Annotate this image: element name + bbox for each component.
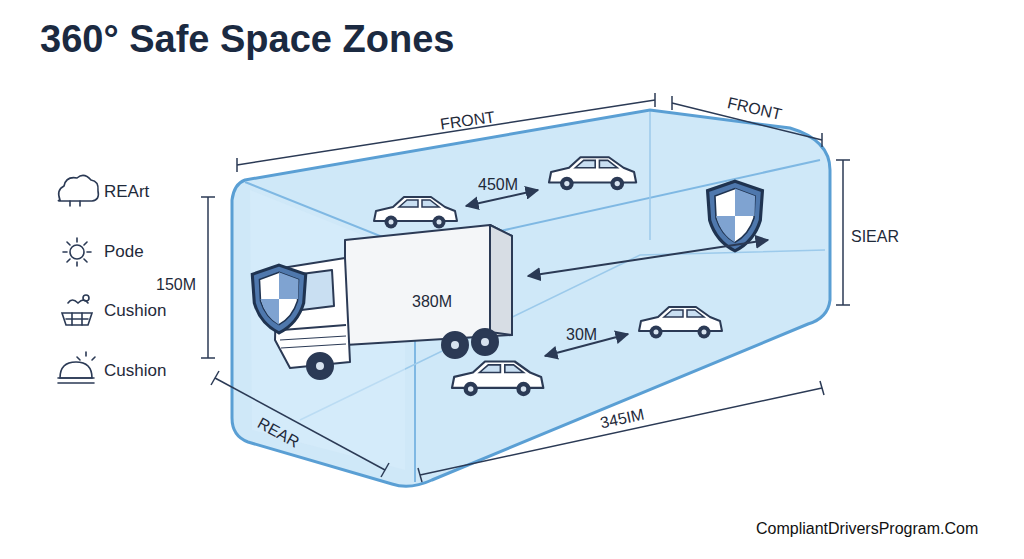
legend-text: Cushion — [104, 301, 166, 321]
legend-text: Cushion — [104, 361, 166, 381]
legend-text: Pode — [104, 242, 144, 262]
distance-label: 450M — [478, 176, 518, 194]
legend-text: REArt — [104, 182, 149, 202]
diagram-title: 360° Safe Space Zones — [40, 18, 454, 61]
dimension-label: 150M — [156, 276, 196, 294]
watermark: CompliantDriversProgram.Com — [756, 520, 978, 538]
dimension-label: FRONT — [439, 108, 496, 133]
distance-label: 380M — [412, 293, 452, 311]
distance-label: 30M — [566, 326, 597, 344]
dimension-label: SIEAR — [851, 228, 899, 246]
